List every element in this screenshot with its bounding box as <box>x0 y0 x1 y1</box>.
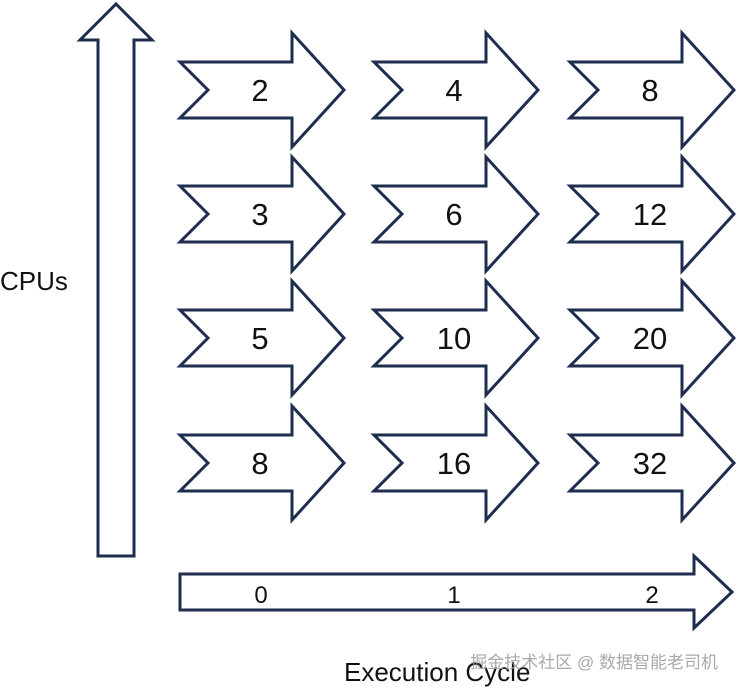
chevron-arrow <box>566 29 737 151</box>
chevron-arrow <box>176 277 347 399</box>
watermark: 掘金技术社区 @ 数据智能老司机 <box>470 653 718 672</box>
chevron-arrow <box>370 29 541 151</box>
cell-value: 4 <box>445 73 462 108</box>
cell-value: 10 <box>437 321 471 356</box>
chevron-arrow <box>370 402 541 524</box>
cell-value: 8 <box>641 73 658 108</box>
cell-value: 2 <box>251 73 268 108</box>
arrow-grid: 2 4 8 3 6 12 5 10 20 8 16 32 <box>176 29 737 524</box>
y-axis-title: CPUs <box>0 266 68 296</box>
cell-value: 20 <box>633 321 667 356</box>
cell-value: 8 <box>251 446 268 481</box>
cell-value: 16 <box>437 446 471 481</box>
cell-value: 32 <box>633 446 667 481</box>
chevron-arrow <box>566 402 737 524</box>
cpus-axis-arrow <box>76 1 156 558</box>
chevron-arrow <box>566 277 737 399</box>
chevron-arrow <box>176 153 347 275</box>
cell-value: 12 <box>633 197 667 232</box>
x-tick-label: 0 <box>254 582 267 609</box>
x-tick-label: 2 <box>645 582 658 609</box>
chevron-arrow <box>176 402 347 524</box>
x-axis-title: Execution Cycle <box>344 657 530 687</box>
cell-value: 3 <box>251 197 268 232</box>
chevron-arrow <box>370 277 541 399</box>
chevron-arrow <box>176 29 347 151</box>
cell-value: 5 <box>251 321 268 356</box>
x-tick-label: 1 <box>447 582 460 609</box>
chevron-arrow <box>370 153 541 275</box>
cell-value: 6 <box>445 197 462 232</box>
chevron-arrow <box>566 153 737 275</box>
execution-cycle-axis-arrow <box>178 552 735 632</box>
